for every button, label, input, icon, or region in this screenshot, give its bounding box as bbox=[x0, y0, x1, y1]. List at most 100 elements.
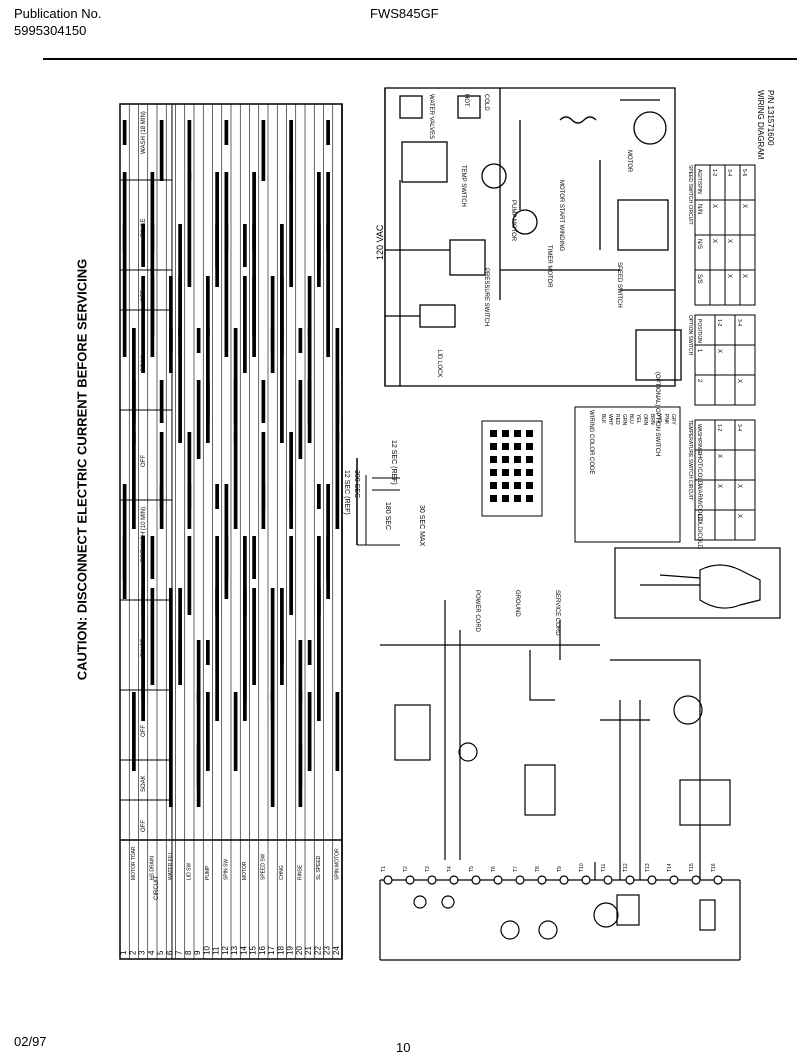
timer-bar bbox=[150, 276, 155, 337]
timer-bar bbox=[261, 380, 266, 423]
timer-motor bbox=[512, 209, 538, 235]
timer-bar bbox=[159, 380, 164, 423]
timer-bar bbox=[178, 328, 182, 443]
timer-bar bbox=[141, 640, 145, 701]
publication-label: Publication No. bbox=[14, 6, 102, 21]
temp-table-cell: X bbox=[716, 454, 722, 458]
harness-timer-motor bbox=[593, 902, 619, 928]
color-code-item: GRN bbox=[621, 414, 627, 426]
circuit-name: RINSE bbox=[297, 864, 303, 880]
timer-bar bbox=[252, 588, 256, 685]
timer-bar bbox=[159, 484, 164, 509]
temp-table-cell: X bbox=[716, 484, 722, 488]
timer-bar bbox=[150, 536, 155, 579]
timer-bar bbox=[326, 172, 330, 251]
contact-number: 18 bbox=[276, 946, 285, 955]
circuit-name: PUMP bbox=[205, 865, 211, 880]
color-code-block bbox=[481, 406, 681, 543]
circuit-name: WATER FILL bbox=[168, 851, 174, 880]
terminal-label: T7 bbox=[513, 866, 519, 872]
contact-number: 13 bbox=[230, 946, 239, 955]
plug-detail bbox=[614, 547, 781, 619]
terminal bbox=[471, 875, 481, 885]
timer-bar bbox=[224, 224, 229, 357]
timer-bar bbox=[252, 276, 256, 337]
timing-note: 300 SEC bbox=[353, 470, 360, 498]
timer-bar bbox=[132, 692, 136, 771]
temp-table-header: WASH/RINSE bbox=[696, 424, 702, 456]
cycle-label: RINSE bbox=[141, 639, 147, 657]
timer-bar bbox=[169, 640, 173, 701]
timer-bar bbox=[270, 328, 275, 353]
component-label: COLD bbox=[483, 94, 489, 111]
component-label: HOT bbox=[463, 94, 469, 107]
terminal bbox=[647, 875, 657, 885]
timer-bar bbox=[224, 172, 229, 251]
contact-number: 24 bbox=[332, 946, 341, 955]
terminal bbox=[427, 875, 437, 885]
timer-bar bbox=[233, 380, 238, 423]
contact-number: 8 bbox=[184, 950, 193, 955]
timing-note: 12 SEC (REF) bbox=[390, 440, 397, 485]
contact-number: 2 bbox=[128, 950, 137, 955]
terminal bbox=[537, 875, 547, 885]
harness-label: POWER CORD bbox=[474, 590, 480, 633]
motor-start-winding bbox=[559, 116, 597, 124]
terminal bbox=[515, 875, 525, 885]
harness-pressure-switch bbox=[524, 764, 556, 816]
timer-bar bbox=[150, 172, 155, 251]
timer-bar bbox=[335, 380, 340, 423]
timer-bar bbox=[243, 224, 247, 267]
timer-bar bbox=[289, 120, 293, 181]
timer-bar bbox=[122, 172, 127, 251]
temp-table-cell: COLD/COLD bbox=[696, 514, 702, 550]
timer-bar bbox=[215, 484, 219, 509]
terminal-label: T15 bbox=[689, 863, 695, 872]
timer-bar bbox=[233, 432, 238, 529]
contact-number: 21 bbox=[304, 946, 313, 955]
color-code-item: BLU bbox=[628, 414, 634, 424]
page-number: 10 bbox=[396, 1040, 411, 1055]
circuit-name: HS DRAIN bbox=[149, 856, 155, 880]
timing-note: 12 SEC (REF) bbox=[343, 470, 350, 515]
timer-bar bbox=[224, 536, 229, 579]
timer-bar bbox=[326, 224, 330, 357]
component-label: TIMER MOTOR bbox=[546, 245, 552, 288]
option-table-header: 3-4 bbox=[736, 319, 742, 326]
publication-number: 5995304150 bbox=[14, 23, 87, 38]
color-code-item: GRY bbox=[670, 414, 676, 425]
circuit-name: CHNG bbox=[279, 865, 285, 880]
timer-bar bbox=[196, 380, 201, 459]
terminal bbox=[449, 875, 459, 885]
cycle-label: OFF bbox=[141, 725, 147, 737]
temp-table-cell: X bbox=[736, 514, 742, 518]
temp-table-cell: X bbox=[736, 484, 742, 488]
contact-number: 12 bbox=[221, 946, 230, 955]
timer-chart-bars bbox=[122, 120, 340, 807]
terminal-label: T9 bbox=[557, 866, 563, 872]
switch-tables bbox=[694, 164, 756, 541]
speed-table-cell: X bbox=[741, 274, 747, 278]
timing-note: 180 SEC bbox=[384, 502, 391, 530]
harness-label: GROUND bbox=[514, 590, 520, 617]
speed-table-header: 3-4 bbox=[726, 169, 732, 176]
component-label: MOTOR START WINDING bbox=[558, 180, 564, 252]
contact-number: 14 bbox=[239, 946, 248, 955]
contact-number: 11 bbox=[212, 946, 221, 955]
option-table-header: POSITION bbox=[696, 319, 702, 343]
temp-table-cell: WARM/COLD bbox=[696, 484, 702, 522]
timer-bar bbox=[280, 588, 284, 685]
speed-switch bbox=[617, 199, 669, 251]
contact-number: 5 bbox=[156, 950, 165, 955]
timer-bar bbox=[289, 536, 293, 615]
harness-drive-motor bbox=[673, 695, 703, 725]
drive-motor bbox=[633, 111, 667, 145]
speed-table-cell: X bbox=[726, 239, 732, 243]
timer-bar bbox=[317, 536, 321, 615]
timer-bar bbox=[326, 536, 330, 579]
timer-bar bbox=[159, 120, 164, 181]
